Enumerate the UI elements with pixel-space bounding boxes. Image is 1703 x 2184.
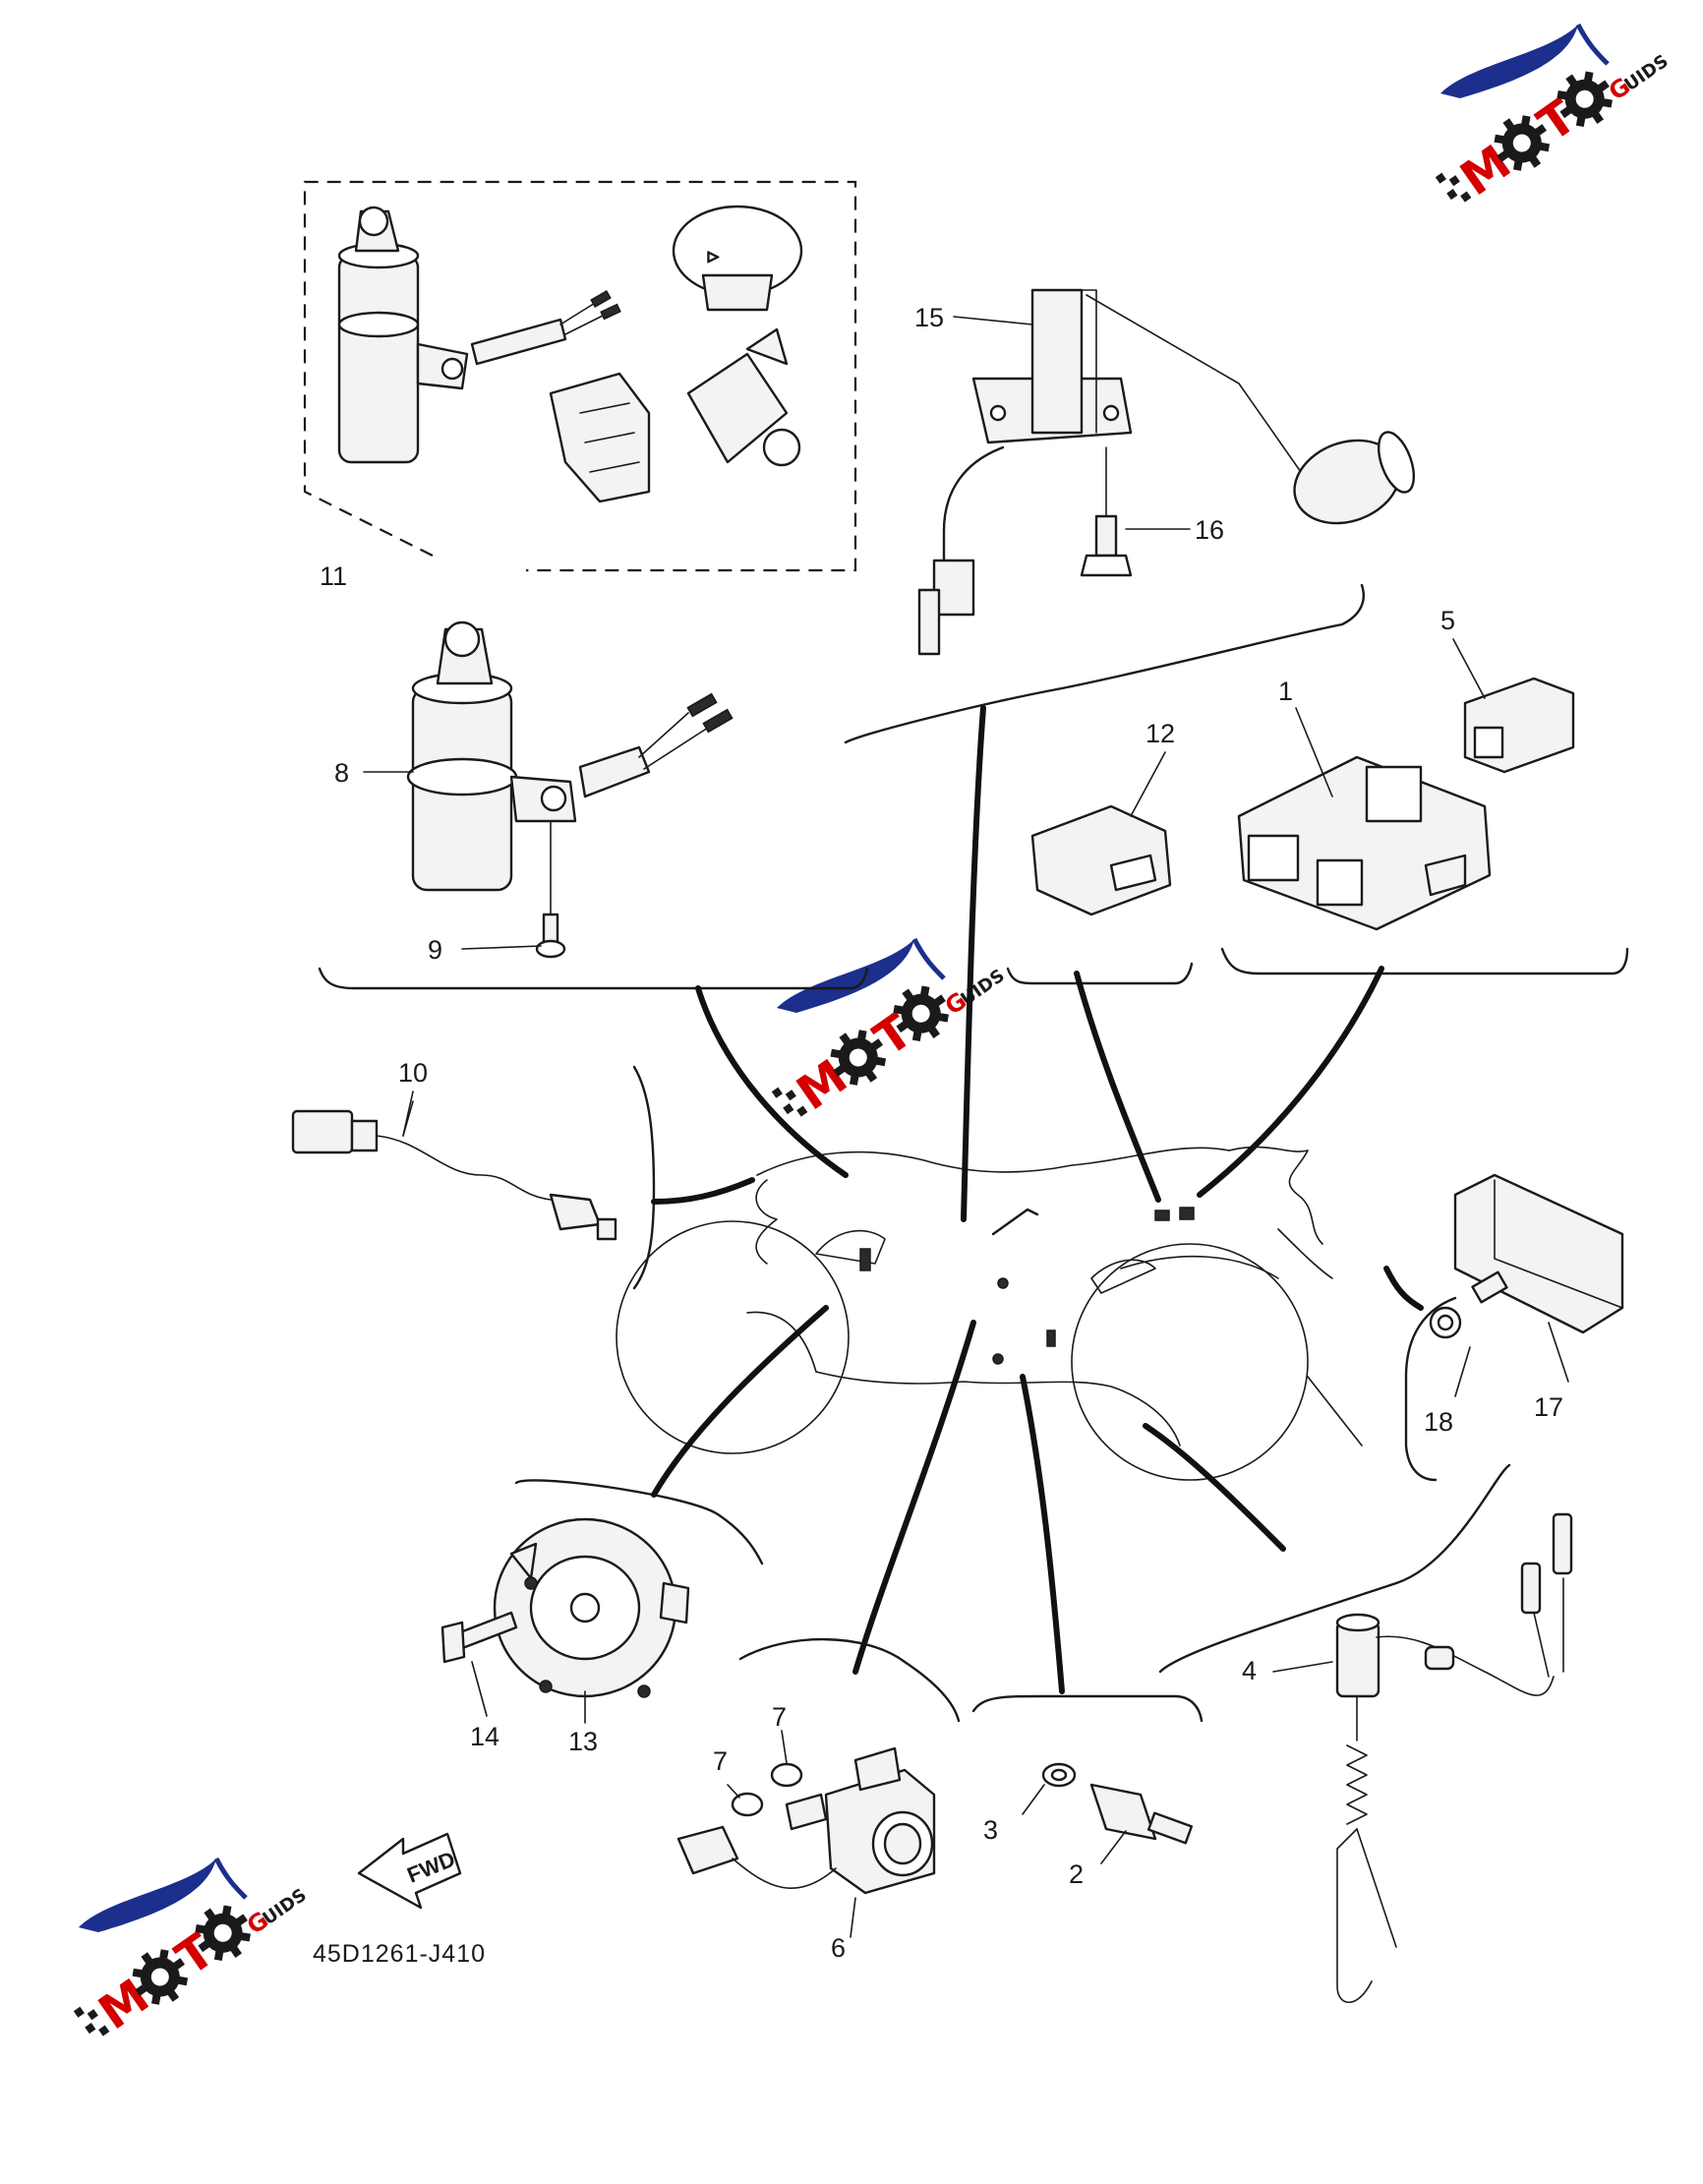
part-10-sensor-harness [291, 1100, 617, 1241]
fwd-arrow: FWD [357, 1832, 462, 1910]
part-17-reflector [1429, 1173, 1624, 1339]
callout-13: 13 [568, 1727, 598, 1756]
svg-text:▷: ▷ [708, 249, 719, 265]
part-13-horn [440, 1517, 690, 1724]
callout-10: 10 [398, 1058, 428, 1088]
watermark-logo-bottom-left [70, 1859, 313, 2053]
part-2-3-switch-and-washer [1022, 1762, 1194, 1864]
part-11-lock-kit: ▷ [337, 205, 803, 503]
panel-frames [303, 180, 1629, 1723]
callout-14: 14 [470, 1722, 499, 1751]
callout-6: 6 [831, 1933, 846, 1963]
callout-9: 9 [428, 935, 442, 965]
leader-lines [651, 705, 1424, 1694]
watermark-logo-center [768, 939, 1011, 1134]
part-1-cdi-unit [1237, 755, 1492, 931]
callout-11: 11 [320, 561, 347, 591]
callout-15: 15 [914, 303, 944, 332]
callout-leaders [363, 316, 1569, 1673]
part-5-flasher [1463, 677, 1575, 774]
callout-18: 18 [1424, 1407, 1453, 1437]
part-4-brake-switch [1335, 1512, 1573, 2003]
callout-8: 8 [334, 758, 349, 788]
part-12-relay [1030, 804, 1172, 916]
watermark-logo-top-right [1432, 25, 1674, 219]
part-8-ignition-switch [406, 620, 734, 959]
callout-3: 3 [983, 1815, 998, 1845]
callout-12: 12 [1145, 719, 1175, 748]
callout-5: 5 [1440, 606, 1455, 635]
callout-7b: 7 [772, 1702, 787, 1732]
callout-1: 1 [1278, 677, 1293, 706]
callout-4: 4 [1242, 1656, 1257, 1685]
part-6-starter-relay [676, 1730, 936, 1938]
part-15-fuel-sender [917, 288, 1416, 656]
callout-16: 16 [1195, 515, 1224, 545]
diagram-code: 45D1261-J410 [313, 1940, 486, 1968]
callout-7a: 7 [713, 1746, 728, 1776]
motorcycle-outline [616, 1146, 1333, 1481]
callout-2: 2 [1069, 1859, 1084, 1889]
callout-17: 17 [1534, 1392, 1563, 1422]
callout-numbers: 15 16 11 5 1 12 8 9 10 18 17 4 14 13 7 7… [320, 303, 1563, 1963]
